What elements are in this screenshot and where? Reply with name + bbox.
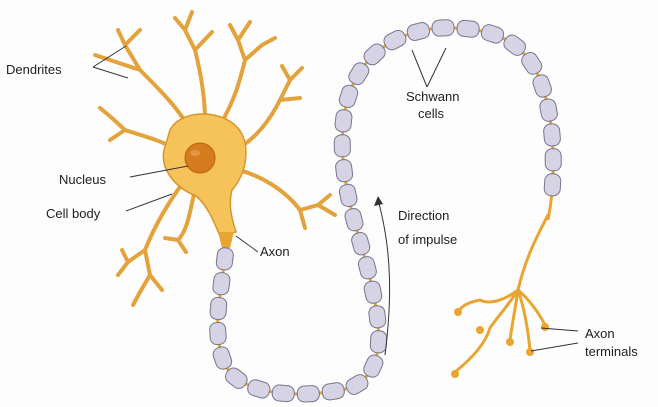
schwann-cell-segment <box>370 330 387 353</box>
cell-body <box>163 114 246 236</box>
schwann-cell-segment <box>531 73 553 99</box>
label-schwann-line2: cells <box>418 106 445 121</box>
schwann-cell-segment <box>211 345 233 371</box>
label-dendrites: Dendrites <box>6 62 62 77</box>
axon-terminals <box>455 215 548 372</box>
schwann-cell-segment <box>357 255 378 280</box>
schwann-cell-segment <box>209 322 226 345</box>
schwann-cell-segment <box>543 123 561 146</box>
schwann-cell-segment <box>346 60 371 87</box>
label-axon: Axon <box>260 244 290 259</box>
schwann-cell-segment <box>338 183 358 208</box>
schwann-cell-segment <box>539 98 559 123</box>
label-cell-body: Cell body <box>46 206 101 221</box>
schwann-cell-segment <box>334 135 350 157</box>
schwann-cell-segment <box>363 280 383 305</box>
schwann-cell-segment <box>382 28 409 52</box>
leader-lines <box>93 46 578 351</box>
schwann-cell-segment <box>343 207 364 232</box>
schwann-cell-segment <box>246 378 272 400</box>
schwann-cell-segment <box>338 83 360 109</box>
schwann-cell-segment <box>350 231 371 257</box>
axon-hillock <box>218 232 234 248</box>
schwann-cell-segment <box>210 297 228 320</box>
label-terminals-line2: terminals <box>585 344 638 359</box>
schwann-cell-segment <box>334 109 352 133</box>
schwann-cell-segment <box>480 23 506 45</box>
schwann-cell-segment <box>545 149 561 171</box>
schwann-cell-segment <box>361 353 385 380</box>
schwann-cell-segment <box>432 19 455 36</box>
schwann-cell-segment <box>216 247 235 271</box>
schwann-cell-segment <box>406 21 431 42</box>
nucleus-shape <box>185 143 215 173</box>
schwann-cell-segment <box>456 20 480 38</box>
label-direction-line1: Direction <box>398 208 449 223</box>
label-schwann-line1: Schwann <box>406 89 459 104</box>
label-direction-line2: of impulse <box>398 232 457 247</box>
schwann-cell-segment <box>335 159 354 183</box>
label-terminals-line1: Axon <box>585 326 615 341</box>
label-nucleus: Nucleus <box>59 172 106 187</box>
schwann-cell-segment <box>212 272 231 296</box>
schwann-cell-segment <box>297 385 320 402</box>
terminal-bulbs <box>451 308 549 378</box>
schwann-cell-segment <box>321 382 345 401</box>
schwann-cell-segment <box>272 384 295 402</box>
schwann-cell-segment <box>544 173 561 196</box>
schwann-cell-segment <box>368 305 387 329</box>
